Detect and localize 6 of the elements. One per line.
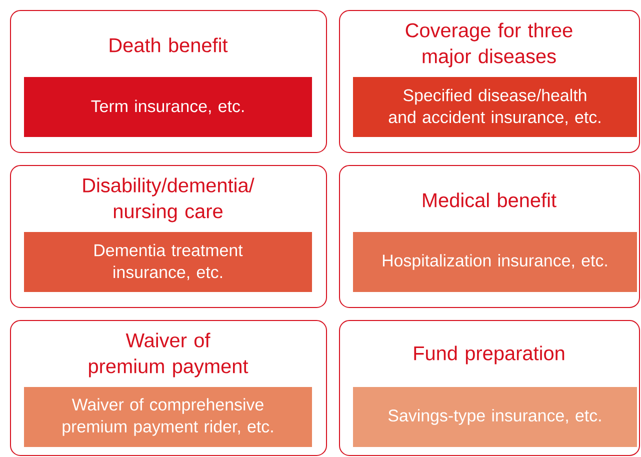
insurance-bar: Dementia treatment insurance, etc. [24, 232, 312, 292]
insurance-bar: Savings-type insurance, etc. [353, 387, 637, 447]
insurance-bar: Hospitalization insurance, etc. [353, 232, 637, 292]
insurance-bar: Waiver of comprehensive premium payment rider, etc. [24, 387, 312, 447]
insurance-bar: Term insurance, etc. [24, 77, 312, 137]
insurance-bar: Specified disease/health and accident insurance, etc. [353, 77, 637, 137]
